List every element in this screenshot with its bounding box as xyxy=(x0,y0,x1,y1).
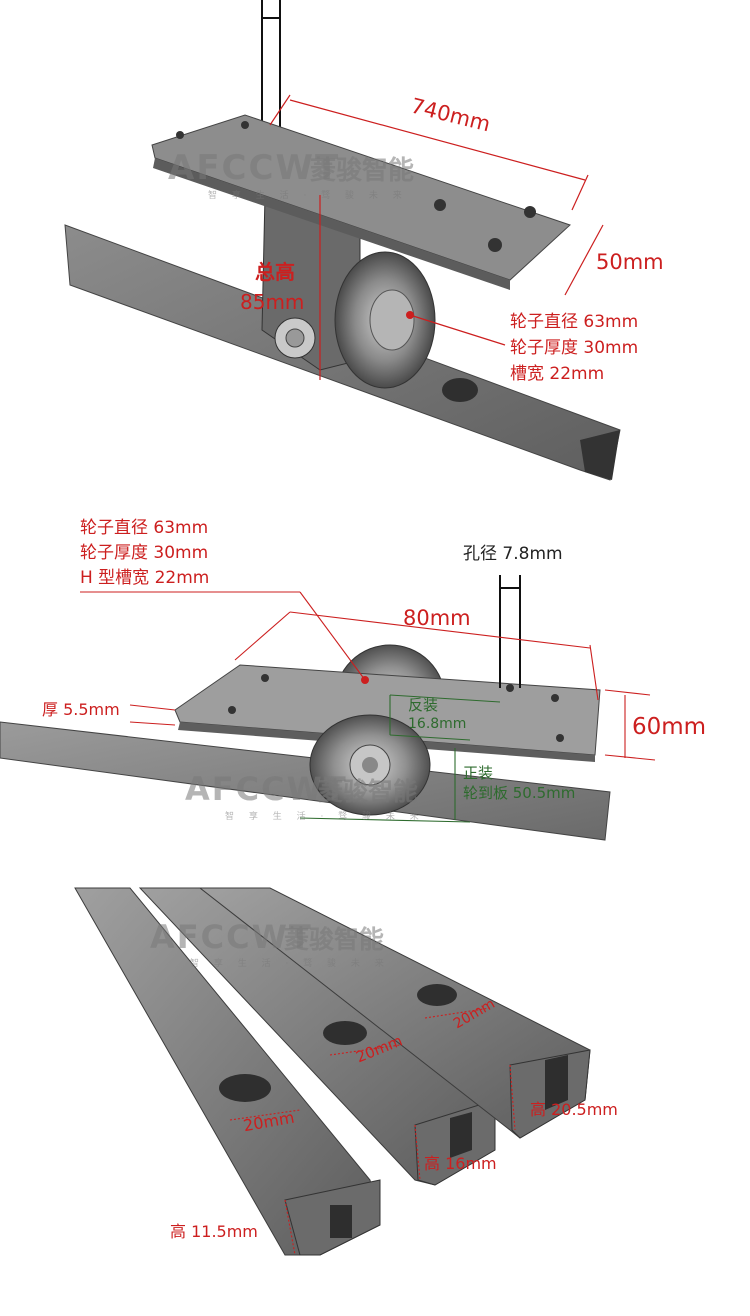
watermark-brand-cn: 菱骏智能 xyxy=(310,156,415,186)
watermark-brand-mid: AFCCWT xyxy=(185,770,348,808)
watermark-brand-cn-mid: 菱骏智能 xyxy=(318,777,419,806)
rail-large-height: 高 20.5mm xyxy=(530,1100,618,1119)
mid-hole-diameter: 孔径 7.8mm xyxy=(463,544,563,564)
mid-reverse-label: 反装 xyxy=(408,696,439,714)
mid-dimension-lines-green xyxy=(299,694,501,823)
top-height-value: 85mm xyxy=(240,290,305,314)
mid-spec-wheel-diameter: 轮子直径 63mm xyxy=(80,518,209,538)
mid-dimension-lines-red xyxy=(80,591,656,761)
top-dimension-lines xyxy=(269,94,604,380)
mid-spec-h-groove-width: H 型槽宽 22mm xyxy=(80,568,210,588)
mid-forward-label: 正装 xyxy=(463,764,494,782)
rail-sections-drawing xyxy=(74,887,591,1256)
top-spec-groove-width: 槽宽 22mm xyxy=(510,364,605,384)
rail-small-height: 高 11.5mm xyxy=(170,1222,258,1241)
mid-forward-value: 轮到板 50.5mm xyxy=(463,784,576,802)
rail-medium-height: 高 16mm xyxy=(424,1154,497,1173)
mid-reverse-value: 16.8mm xyxy=(408,716,467,732)
top-spec-wheel-diameter: 轮子直径 63mm xyxy=(510,312,639,332)
panel-top-assembly: AFCCWT 菱骏智能 智 享 生 活 · 骛 骏 未 来 740mm 50mm… xyxy=(0,0,750,500)
panel-mid-assembly: AFCCWT 菱骏智能 智 享 生 活 · 骛 骏 未 来 轮子直径 63mm … xyxy=(0,500,750,860)
mid-thickness-label: 厚 5.5mm xyxy=(42,700,120,719)
watermark-slogan-mid: 智 享 生 活 · 骛 骏 未 来 xyxy=(225,812,425,822)
panel-rail-sections: AFCCWT 菱骏智能 智 享 生 活 · 骛 骏 未 来 20mm 20mm … xyxy=(0,860,750,1316)
rail-large xyxy=(198,887,591,1139)
rail-end-slot xyxy=(580,430,620,480)
top-spec-wheel-thickness: 轮子厚度 30mm xyxy=(510,338,639,358)
watermark-slogan: 智 享 生 活 · 骛 骏 未 来 xyxy=(208,191,408,201)
watermark-brand-bottom: AFCCWT xyxy=(150,918,313,956)
mounting-plate xyxy=(151,114,571,281)
vertical-rod-mid xyxy=(499,575,521,688)
mounting-plate-mid xyxy=(174,664,601,756)
mid-width-label: 60mm xyxy=(632,714,707,740)
mid-assembly-drawing xyxy=(0,575,656,841)
top-assembly-drawing xyxy=(64,0,621,481)
rail-small xyxy=(74,887,381,1256)
top-height-title: 总高 xyxy=(255,260,295,284)
mid-spec-wheel-thickness: 轮子厚度 30mm xyxy=(80,543,209,563)
watermark-slogan-bottom: 智 享 生 活 · 骛 骏 未 来 xyxy=(190,959,390,969)
mid-length-label: 80mm xyxy=(403,606,471,630)
watermark-brand-cn-bottom: 菱骏智能 xyxy=(284,925,385,954)
top-width-label: 50mm xyxy=(596,250,664,274)
watermark-brand: AFCCWT xyxy=(168,148,341,188)
rail-dimension-lines xyxy=(229,1007,516,1256)
rail-hole xyxy=(442,378,478,402)
